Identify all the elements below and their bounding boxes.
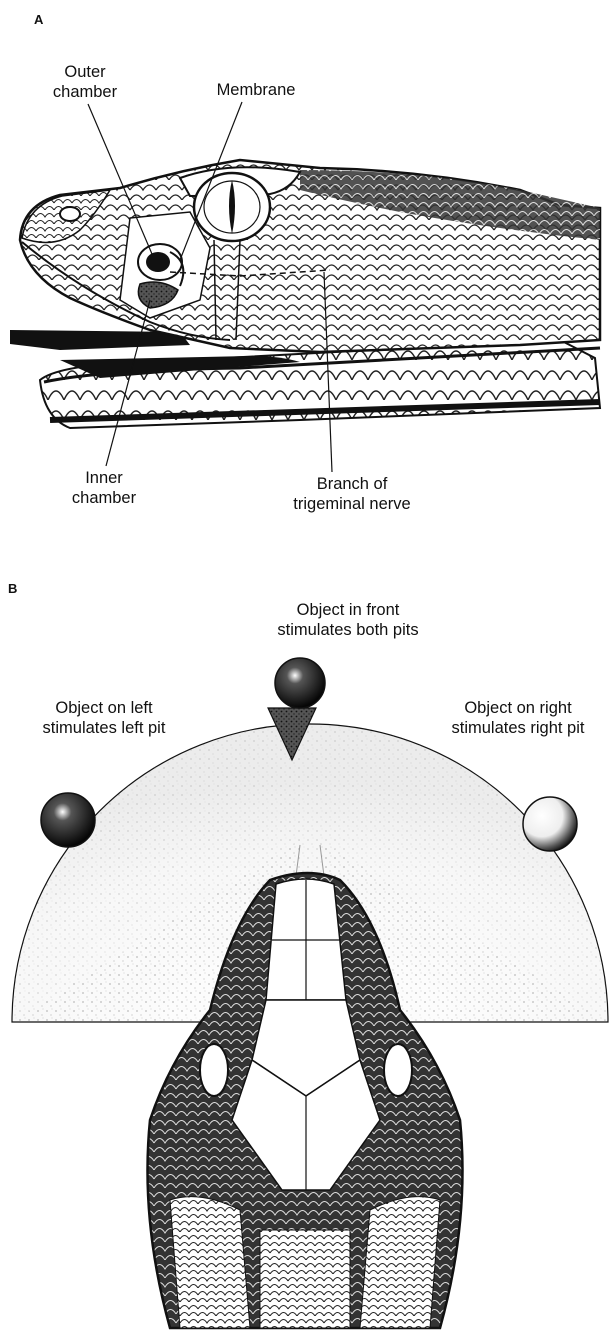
left-pit-top xyxy=(200,1044,228,1096)
object-sphere-right xyxy=(523,797,577,851)
snake-nostril xyxy=(60,207,80,221)
object-sphere-left xyxy=(41,793,95,847)
object-sphere-front xyxy=(275,658,325,708)
right-pit-top xyxy=(384,1044,412,1096)
snake-head-side-view xyxy=(10,160,600,428)
